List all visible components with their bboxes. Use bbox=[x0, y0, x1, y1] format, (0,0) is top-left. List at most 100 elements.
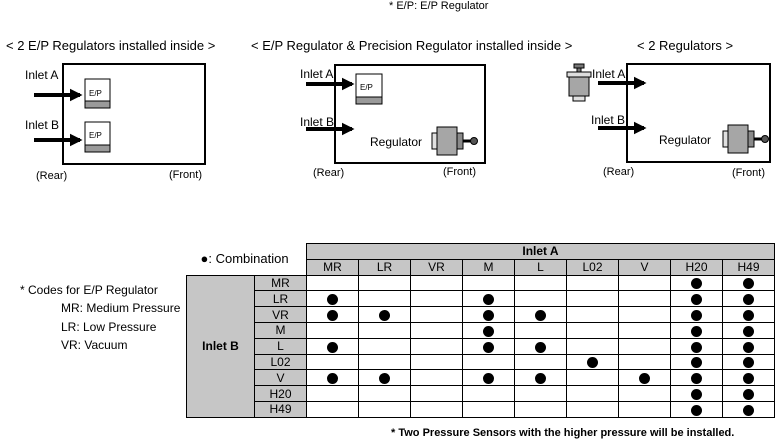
table-cell bbox=[514, 353, 567, 371]
table-cell bbox=[618, 321, 671, 339]
table-cell bbox=[514, 337, 567, 355]
combination-dot bbox=[691, 404, 702, 416]
table-cell bbox=[566, 400, 619, 418]
code-vr: VR: Vacuum bbox=[61, 338, 128, 352]
combination-dot bbox=[535, 373, 546, 385]
table-cell bbox=[410, 306, 463, 323]
combination-dot bbox=[691, 341, 702, 353]
combination-dot bbox=[483, 309, 494, 321]
table-cell bbox=[462, 353, 515, 371]
table-row: M bbox=[187, 321, 775, 339]
table-cell bbox=[670, 353, 723, 371]
table-cell bbox=[722, 353, 775, 371]
table-cell bbox=[618, 400, 671, 418]
row-header: VR bbox=[254, 306, 307, 323]
ep-abbreviation-note: * E/P: E/P Regulator bbox=[389, 0, 489, 12]
table-cell bbox=[514, 369, 567, 387]
combination-dot bbox=[743, 325, 754, 337]
column-header: L02 bbox=[566, 258, 619, 276]
table-cell bbox=[306, 306, 359, 323]
table-cell bbox=[306, 321, 359, 339]
table-cell bbox=[462, 321, 515, 339]
table-cell bbox=[410, 400, 463, 418]
table-row: VR bbox=[187, 306, 775, 323]
column-header: V bbox=[618, 258, 671, 276]
table-row: L02 bbox=[187, 353, 775, 371]
table-cell bbox=[514, 290, 567, 308]
ep-regulator-icon bbox=[355, 73, 383, 105]
combination-dot bbox=[483, 341, 494, 353]
front-label-3: (Front) bbox=[732, 167, 765, 179]
table-cell bbox=[306, 353, 359, 371]
column-header: H49 bbox=[722, 258, 775, 276]
table-cell bbox=[462, 369, 515, 387]
combination-dot bbox=[691, 294, 702, 306]
table-cell bbox=[722, 274, 775, 292]
column-header: M bbox=[462, 258, 515, 276]
table-cell bbox=[566, 385, 619, 402]
inlet-b-header: Inlet B bbox=[186, 274, 255, 418]
row-header: L bbox=[254, 337, 307, 355]
table-cell bbox=[618, 369, 671, 387]
column-header: VR bbox=[410, 258, 463, 276]
codes-title: * Codes for E/P Regulator bbox=[20, 283, 158, 297]
table-cell bbox=[410, 369, 463, 387]
table-cell bbox=[618, 353, 671, 371]
table-cell bbox=[410, 385, 463, 402]
rear-label-1: (Rear) bbox=[36, 170, 68, 182]
combination-dot bbox=[535, 309, 546, 321]
table-row: V bbox=[187, 369, 775, 387]
combination-legend: ●: Combination bbox=[200, 251, 289, 267]
table-cell bbox=[514, 274, 567, 292]
combination-dot bbox=[379, 373, 390, 385]
table-cell bbox=[722, 385, 775, 402]
table-row: LR bbox=[187, 290, 775, 308]
front-label-2: (Front) bbox=[443, 166, 476, 178]
table-cell bbox=[670, 290, 723, 308]
inlet-b-label-1: Inlet B bbox=[25, 118, 60, 132]
table-cell bbox=[462, 306, 515, 323]
table-cell bbox=[462, 400, 515, 418]
table-cell bbox=[462, 385, 515, 402]
table-cell bbox=[566, 274, 619, 292]
combination-dot bbox=[691, 325, 702, 337]
table-cell bbox=[722, 321, 775, 339]
row-header: L02 bbox=[254, 353, 307, 371]
combination-dot bbox=[743, 388, 754, 400]
row-header: V bbox=[254, 369, 307, 387]
table-cell bbox=[618, 306, 671, 323]
table-cell bbox=[514, 321, 567, 339]
table-cell bbox=[566, 369, 619, 387]
table-cell bbox=[722, 337, 775, 355]
combination-dot bbox=[327, 373, 338, 385]
table-cell bbox=[358, 274, 411, 292]
footnote: * Two Pressure Sensors with the higher p… bbox=[391, 427, 735, 439]
regulator-label-2: Regulator bbox=[370, 135, 423, 149]
precision-regulator-icon bbox=[722, 124, 769, 154]
table-cell bbox=[462, 290, 515, 308]
inlet-b-label-2: Inlet B bbox=[300, 115, 335, 129]
inlet-a-label-1: Inlet A bbox=[25, 68, 59, 82]
table-cell bbox=[722, 400, 775, 418]
combination-dot bbox=[535, 341, 546, 353]
table-cell bbox=[358, 290, 411, 308]
table-cell bbox=[722, 369, 775, 387]
combination-dot bbox=[327, 294, 338, 306]
table-cell bbox=[514, 385, 567, 402]
ep-label-top: E/P bbox=[89, 89, 102, 98]
combination-dot bbox=[743, 404, 754, 416]
table-cell bbox=[358, 306, 411, 323]
table-cell bbox=[670, 274, 723, 292]
table-cell bbox=[462, 337, 515, 355]
table-row: L bbox=[187, 337, 775, 355]
combination-dot bbox=[327, 341, 338, 353]
ep-regulator-top-icon bbox=[84, 78, 111, 109]
table-cell bbox=[358, 369, 411, 387]
table-cell bbox=[358, 353, 411, 371]
combination-dot bbox=[691, 278, 702, 290]
rear-label-2: (Rear) bbox=[313, 167, 345, 179]
inlet-a-label-3: Inlet A bbox=[592, 67, 626, 81]
table-cell bbox=[306, 274, 359, 292]
